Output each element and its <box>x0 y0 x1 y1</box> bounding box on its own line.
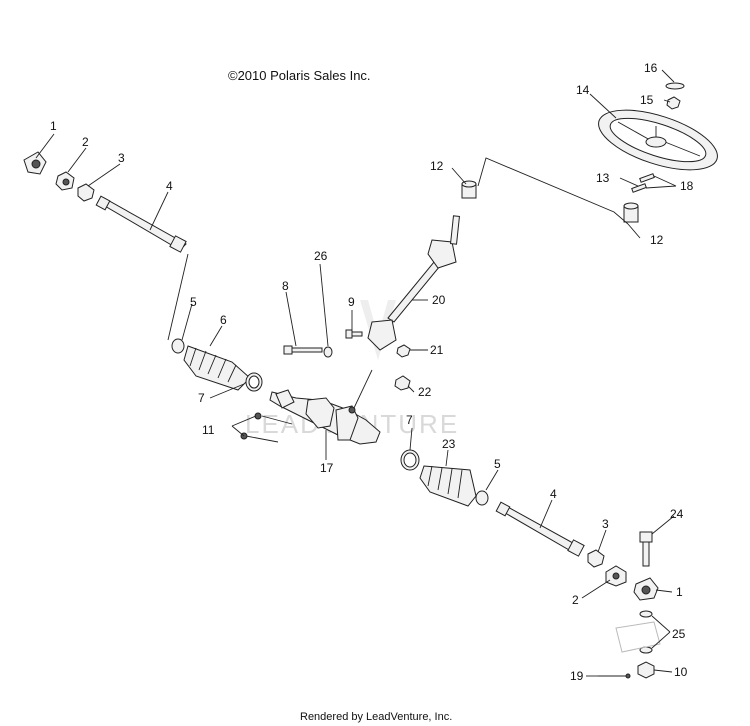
boot-right <box>419 465 477 507</box>
callout-6: 6 <box>220 313 227 327</box>
callout-7-left: 7 <box>198 391 205 405</box>
bolt-24 <box>639 531 653 567</box>
nut-right <box>587 549 605 568</box>
callout-18: 18 <box>680 179 694 193</box>
callout-4-right: 4 <box>550 487 557 501</box>
watermark-logo <box>360 300 396 360</box>
callout-9: 9 <box>348 295 355 309</box>
callout-10: 10 <box>674 665 688 679</box>
bolt-8 <box>283 345 323 355</box>
callout-7-right: 7 <box>406 413 413 427</box>
cotter-pin-19 <box>598 673 631 679</box>
callout-3-left: 3 <box>118 151 125 165</box>
callout-17: 17 <box>320 461 334 475</box>
callout-3-right: 3 <box>602 517 609 531</box>
tie-rod-end-left <box>23 151 47 175</box>
callout-4-left: 4 <box>166 179 173 193</box>
cap-16 <box>665 82 685 90</box>
footer-text: Rendered by LeadVenture, Inc. <box>300 711 452 723</box>
nut-10 <box>637 661 655 679</box>
callout-13: 13 <box>596 171 610 185</box>
copyright-text: ©2010 Polaris Sales Inc. <box>228 68 371 83</box>
callout-15: 15 <box>640 93 654 107</box>
boot-left <box>183 345 251 391</box>
callout-26: 26 <box>314 249 328 263</box>
rack-housing <box>269 389 381 445</box>
callout-14: 14 <box>576 83 590 97</box>
callout-8: 8 <box>282 279 289 293</box>
callout-5-right: 5 <box>494 457 501 471</box>
intermediate-shaft <box>367 215 460 351</box>
callout-2-right: 2 <box>572 593 579 607</box>
tie-rod-end-right <box>633 577 659 601</box>
clamp-right <box>475 490 489 506</box>
nut-15 <box>666 96 681 110</box>
callout-5-left: 5 <box>190 295 197 309</box>
washer-26 <box>323 346 333 358</box>
callout-23: 23 <box>442 437 456 451</box>
nut-left <box>77 183 95 202</box>
steering-wheel <box>598 109 718 171</box>
callout-1-left: 1 <box>50 119 57 133</box>
nut-21 <box>396 344 411 358</box>
callout-25: 25 <box>672 627 686 641</box>
tie-rod-left <box>95 195 187 253</box>
callout-11: 11 <box>202 423 215 437</box>
callout-22: 22 <box>418 385 432 399</box>
bushing-12-top <box>461 180 477 199</box>
clamp-left <box>171 338 185 354</box>
callout-1-right: 1 <box>676 585 683 599</box>
callout-labels: 1 2 3 4 5 6 7 8 26 9 20 21 22 11 17 7 23… <box>50 61 694 683</box>
seal-ring-right <box>400 449 420 471</box>
tie-rod-right <box>495 501 585 557</box>
washers-25 <box>639 610 653 654</box>
callout-12-lower: 12 <box>650 233 664 247</box>
bolt-9 <box>345 329 363 339</box>
screws-18 <box>631 173 655 193</box>
callout-12-top: 12 <box>430 159 444 173</box>
callout-16: 16 <box>644 61 658 75</box>
callout-21: 21 <box>430 343 444 357</box>
ghost-bracket <box>615 621 661 653</box>
callout-2-left: 2 <box>82 135 89 149</box>
callout-24: 24 <box>670 507 684 521</box>
callout-19: 19 <box>570 669 584 683</box>
jam-nut-left <box>55 171 75 191</box>
nut-22 <box>394 375 411 391</box>
seal-ring-left <box>245 372 263 392</box>
bushing-12-lower <box>623 202 639 223</box>
jam-nut-right <box>605 565 627 587</box>
housing-bolts <box>240 412 293 443</box>
leader-lines <box>35 69 677 677</box>
callout-20: 20 <box>432 293 446 307</box>
